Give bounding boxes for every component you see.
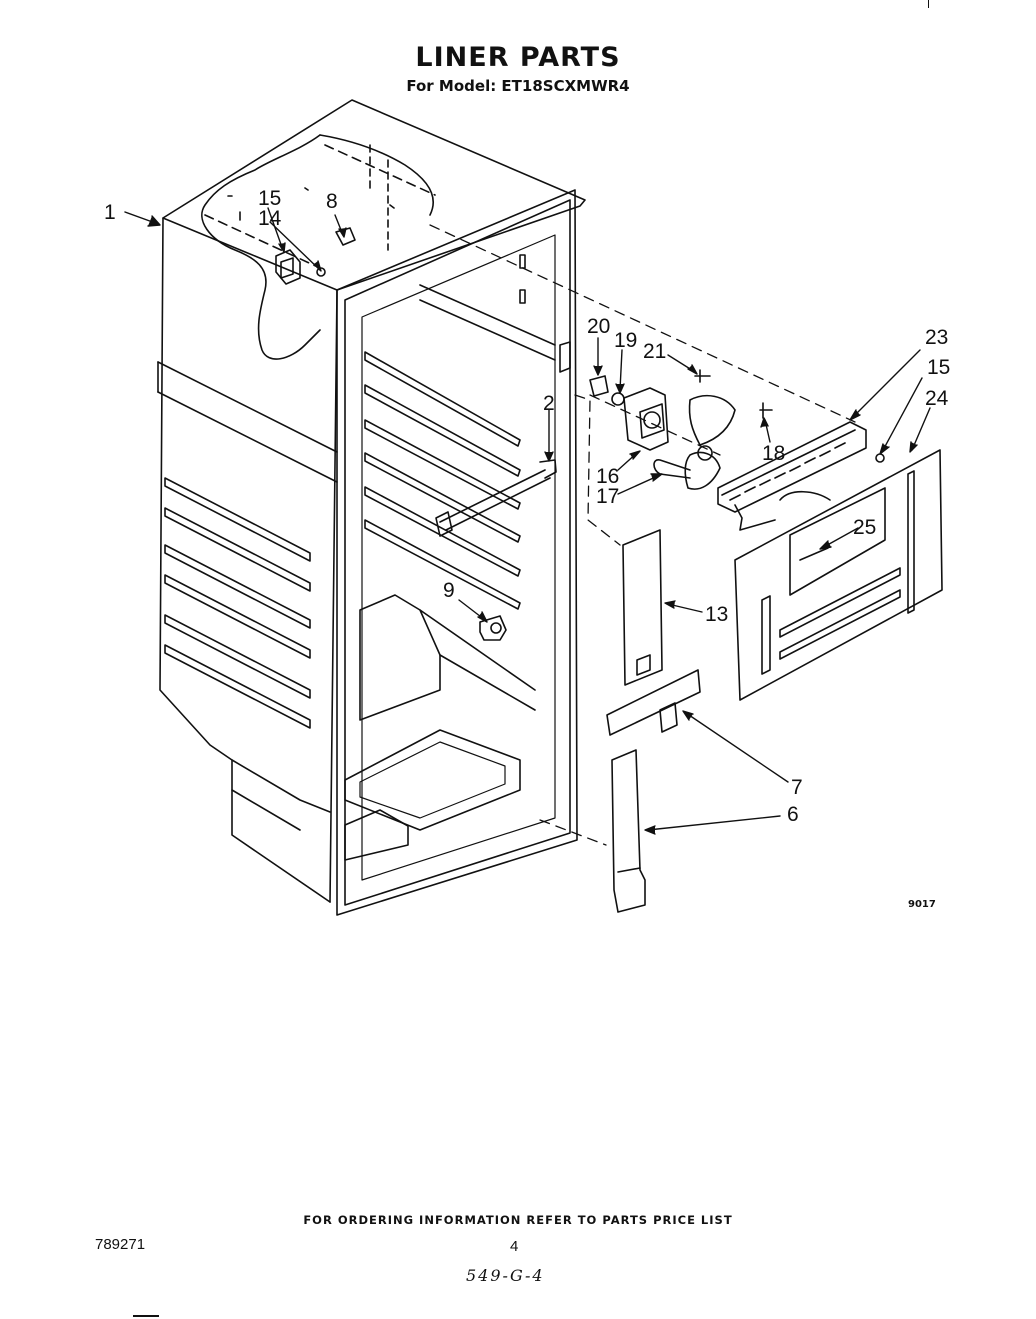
top-controls [227, 187, 395, 285]
figure-code: 9017 [908, 899, 936, 910]
callout-8: 8 [326, 190, 338, 213]
callout-labels: 1 15 14 8 2 9 20 19 21 23 15 24 18 16 17… [104, 187, 950, 910]
evaporator-cover [734, 449, 943, 701]
callout-7: 7 [791, 776, 803, 799]
fan-motor-assembly [589, 369, 773, 490]
callout-20: 20 [587, 315, 610, 338]
cabinet-liner [157, 99, 586, 903]
callout-19: 19 [614, 329, 637, 352]
document-number: 789271 [95, 1236, 146, 1253]
callout-21: 21 [643, 340, 666, 363]
callout-16: 16 [596, 465, 619, 488]
assembly-guide-lines [429, 224, 856, 846]
callout-24: 24 [925, 387, 949, 410]
callout-1: 1 [104, 201, 116, 224]
model-subtitle: For Model: ET18SCXMWR4 [406, 77, 630, 95]
callout-25: 25 [853, 516, 876, 539]
fan-shroud-grille [717, 421, 885, 531]
callout-leaders [124, 207, 931, 835]
page-title: LINER PARTS [415, 42, 621, 73]
callout-13: 13 [705, 603, 728, 626]
handwritten-note: 549-G-4 [466, 1266, 545, 1285]
callout-6: 6 [787, 803, 799, 826]
callout-14: 14 [258, 207, 282, 230]
callout-2: 2 [543, 392, 555, 415]
ordering-note: FOR ORDERING INFORMATION REFER TO PARTS … [303, 1213, 733, 1227]
bottom-rule [133, 1315, 159, 1317]
callout-17: 17 [596, 485, 619, 508]
callout-18: 18 [762, 442, 785, 465]
air-duct-parts [606, 529, 701, 913]
callout-15-top: 15 [258, 187, 281, 210]
callout-15-right: 15 [927, 356, 950, 379]
callout-9: 9 [443, 579, 455, 602]
callout-23: 23 [925, 326, 948, 349]
liner-opening-frame [336, 189, 578, 916]
corner-tick-mark [928, 0, 929, 8]
thermostat-capillary [435, 459, 557, 537]
page-number: 4 [510, 1238, 519, 1255]
light-socket [479, 615, 507, 641]
